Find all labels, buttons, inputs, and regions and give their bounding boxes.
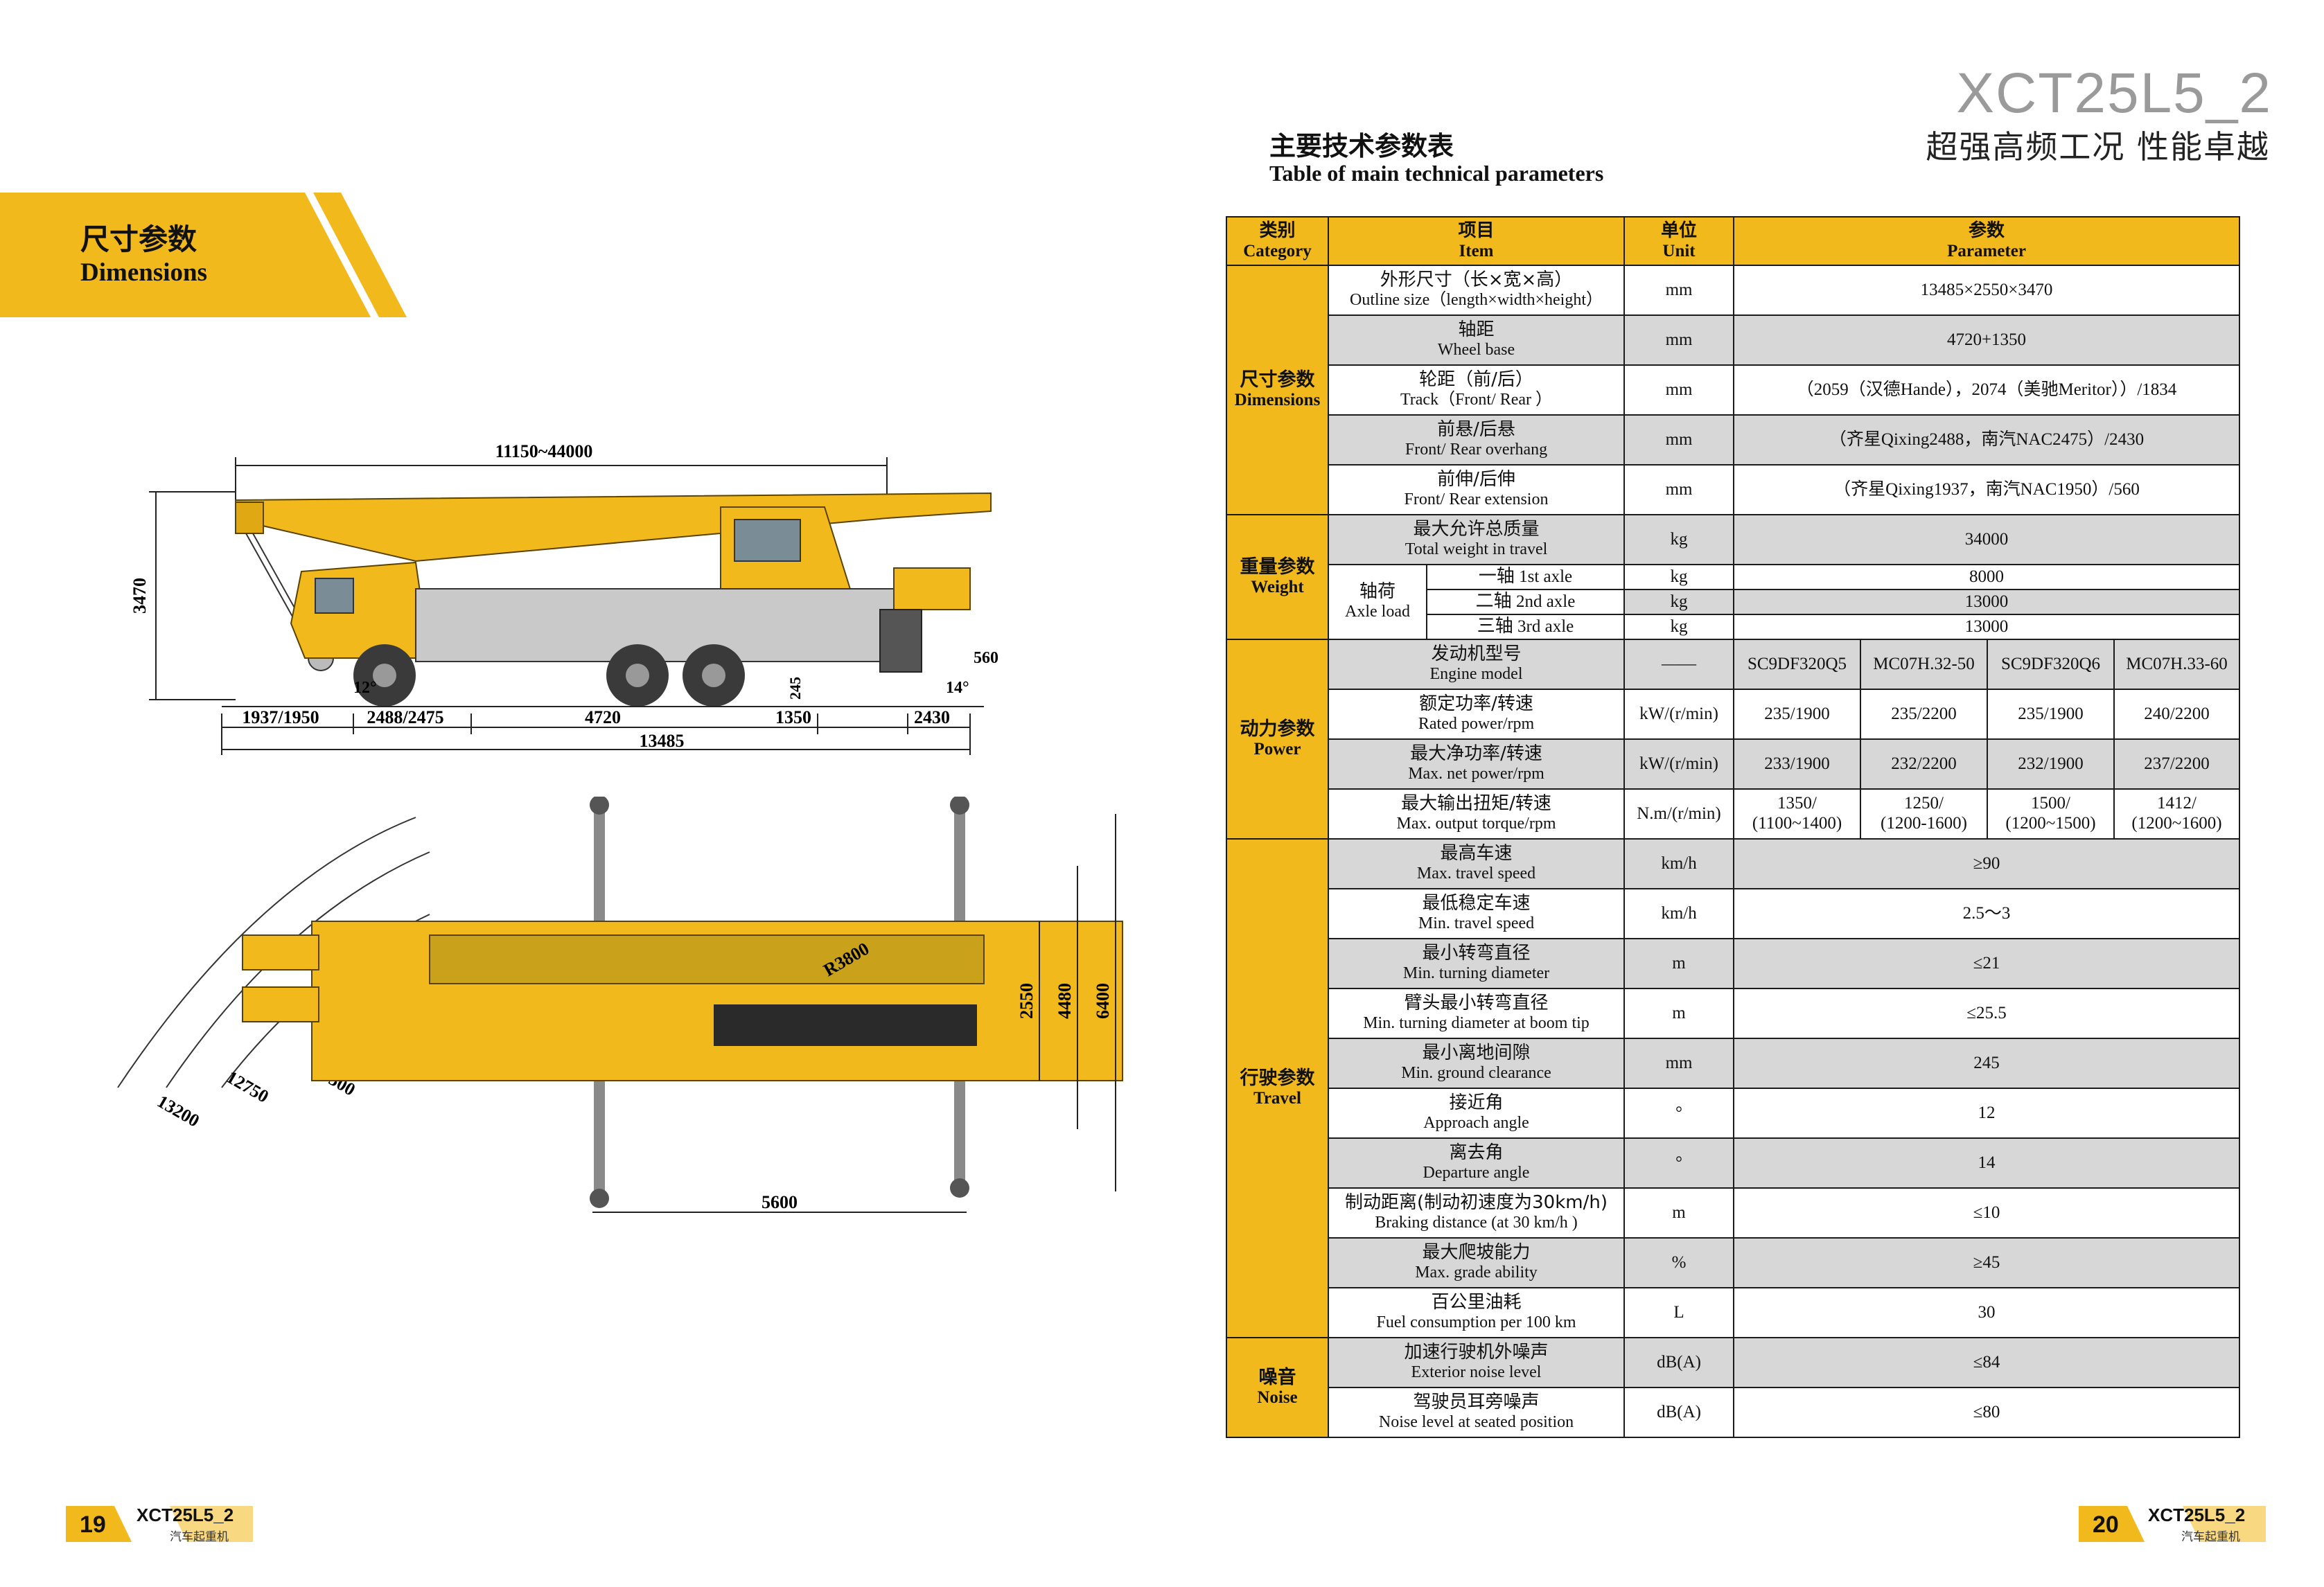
table-row: 二轴 2nd axle kg 13000 [1226, 589, 2241, 615]
dim-length-range: 11150~44000 [495, 441, 593, 461]
dim-width-1: 2550 [1016, 983, 1037, 1019]
dim-height: 3470 [130, 578, 150, 614]
slogan: 超强高频工况 性能卓越 [1926, 128, 2270, 166]
table-row: 制动距离(制动初速度为30km/h)Braking distance (at 3… [1226, 1187, 2241, 1239]
page-number-right: 20 [2093, 1511, 2119, 1538]
dim-front-track: 2488/2475 [367, 707, 443, 727]
dim-total-length: 13485 [640, 731, 685, 751]
dim-wheelbase-1: 4720 [585, 707, 621, 727]
dim-front-overhang: 1937/1950 [242, 707, 319, 727]
dim-rear-ext: 560 [974, 649, 998, 667]
dim-width-2: 4480 [1055, 983, 1075, 1019]
section-title-cn: 尺寸参数 [80, 222, 197, 256]
footer-badge-left [66, 1506, 253, 1542]
page-number-left: 19 [80, 1511, 106, 1538]
dim-clearance: 245 [786, 677, 804, 700]
footer-badge-right [2079, 1506, 2266, 1542]
side-view-drawing: 11150~44000 3470 12° 14° 245 560 1937/19… [130, 441, 998, 755]
footer-subtitle-right: 汽车起重机 [2181, 1530, 2240, 1544]
top-view-drawing: 13200 12750 10500 R3800 2550 4480 6400 5… [117, 797, 1123, 1213]
footer-model-right: XCT25L5_2 [2148, 1505, 2246, 1525]
model-title: XCT25L5_2 [1956, 62, 2272, 125]
dim-wheelbase-2: 1350 [775, 707, 811, 727]
section-title-en: Dimensions [80, 258, 207, 287]
table-row: 轮距（前/后）Track（Front/ Rear ） mm （2059（汉德Ha… [1226, 364, 2241, 416]
dim-rear: 2430 [914, 707, 950, 727]
dim-radius-2: 12750 [223, 1067, 272, 1107]
table-row: 三轴 3rd axle kg 13000 [1226, 614, 2241, 640]
dim-departure: 14° [946, 679, 969, 697]
dim-radius-1: 13200 [154, 1091, 203, 1131]
section-banner [0, 193, 407, 317]
dim-width-3: 6400 [1093, 983, 1113, 1019]
table-title-en: Table of main technical parameters [1269, 161, 1604, 186]
dim-approach: 12° [353, 679, 377, 697]
footer-model-left: XCT25L5_2 [137, 1505, 234, 1525]
dim-outrigger-span: 5600 [762, 1192, 798, 1212]
footer-subtitle-left: 汽车起重机 [170, 1530, 229, 1544]
table-title-cn: 主要技术参数表 [1269, 131, 1454, 161]
